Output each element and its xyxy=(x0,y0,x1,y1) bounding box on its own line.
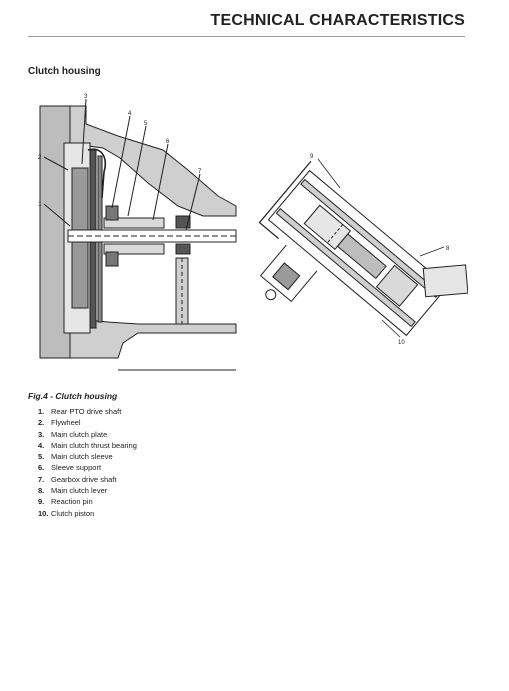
section-title: Clutch housing xyxy=(28,66,101,77)
right-detail-drawing xyxy=(258,160,468,337)
legend-number: 3. xyxy=(38,429,45,439)
callout-7: 7 xyxy=(198,169,202,175)
callout-3: 3 xyxy=(84,94,88,100)
legend-number: 6. xyxy=(38,463,45,473)
legend-item: 6. Sleeve support xyxy=(38,462,137,473)
legend-item: 5. Main clutch sleeve xyxy=(38,451,137,462)
legend-number: 8. xyxy=(38,486,45,496)
callout-8: 8 xyxy=(446,246,450,252)
legend-number: 5. xyxy=(38,452,45,462)
legend-label: Main clutch sleeve xyxy=(51,452,113,462)
figure-caption: Fig.4 - Clutch housing xyxy=(28,391,118,401)
callout-9: 9 xyxy=(310,154,314,160)
legend-label: Reaction pin xyxy=(51,497,93,507)
legend-label: Rear PTO drive shaft xyxy=(51,407,122,416)
legend-number: 1. xyxy=(38,407,45,416)
legend-item: 8. Main clutch lever xyxy=(38,485,137,496)
legend-label: Main clutch lever xyxy=(51,486,108,496)
legend-number: 4. xyxy=(38,440,45,450)
legend-item: 2. Flywheel xyxy=(38,417,137,428)
legend-number: 10. xyxy=(38,508,49,518)
legend-label: Main clutch thrust bearing xyxy=(51,440,137,450)
callout-4: 4 xyxy=(128,111,132,117)
legend-number: 2. xyxy=(38,418,45,428)
legend-label: Clutch piston xyxy=(51,508,95,518)
clutch-housing-figure: 3 4 5 6 7 2 1 9 8 10 xyxy=(38,94,468,371)
legend-item: 4. Main clutch thrust bearing xyxy=(38,440,137,451)
callout-1: 1 xyxy=(38,202,42,208)
header-divider xyxy=(28,36,465,37)
legend-number: 9. xyxy=(38,497,45,507)
legend-item: 1. Rear PTO drive shaft xyxy=(38,406,137,417)
legend-label: Gearbox drive shaft xyxy=(51,474,117,484)
legend-number: 7. xyxy=(38,474,45,484)
callout-10: 10 xyxy=(398,340,405,346)
page-header-title: TECHNICAL CHARACTERISTICS xyxy=(210,12,465,29)
figure-legend: 1. Rear PTO drive shaft 2. Flywheel 3. Main… xyxy=(38,406,137,519)
legend-item: 10.Clutch piston xyxy=(38,508,137,519)
legend-item: 7. Gearbox drive shaft xyxy=(38,474,137,485)
callout-6: 6 xyxy=(166,139,170,145)
left-section-drawing xyxy=(39,98,237,371)
legend-item: 3. Main clutch plate xyxy=(38,429,137,440)
callout-2: 2 xyxy=(38,155,42,161)
legend-item: 9. Reaction pin xyxy=(38,496,137,507)
callout-5: 5 xyxy=(144,121,148,127)
legend-label: Flywheel xyxy=(51,418,81,428)
legend-label: Main clutch plate xyxy=(51,429,108,439)
legend-label: Sleeve support xyxy=(51,463,102,473)
